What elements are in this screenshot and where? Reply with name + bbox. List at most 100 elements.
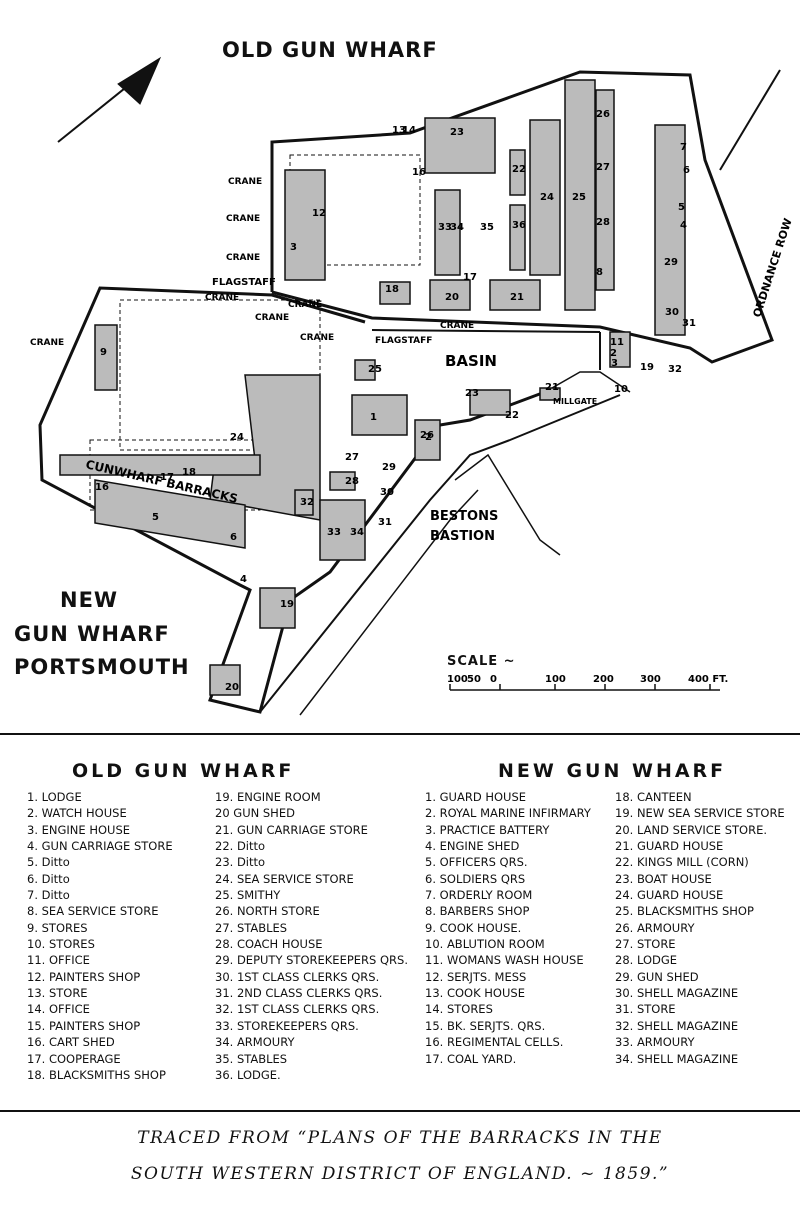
legend-item: 11. WOMANS WASH HOUSE [425, 953, 584, 968]
legend-item: 19. NEW SEA SERVICE STORE [615, 806, 785, 821]
building-number: 26 [420, 430, 434, 441]
divider-bottom [0, 1110, 800, 1112]
building-number: 13 [392, 125, 406, 136]
scale-tick-label: 100 [545, 674, 566, 685]
legend-item: 5. Ditto [27, 855, 70, 870]
divider-top [0, 733, 800, 735]
legend-item: 9. STORES [27, 920, 88, 935]
legend-item: 2. WATCH HOUSE [27, 806, 127, 821]
building-number: 24 [540, 192, 554, 203]
legend-item: 20 GUN SHED [215, 806, 295, 821]
building-number: 16 [412, 167, 426, 178]
building-number: 17 [160, 472, 174, 483]
building-number: 6 [683, 165, 690, 176]
old-wharf-title: OLD GUN WHARF [222, 38, 438, 62]
building-number: 33 [327, 527, 341, 538]
legend-item: 4. GUN CARRIAGE STORE [27, 839, 173, 854]
building-number: 33 [438, 222, 452, 233]
legend-item: 7. ORDERLY ROOM [425, 888, 533, 903]
building-number: 18 [385, 284, 399, 295]
north-arrow-icon [57, 56, 162, 143]
building-number: 27 [596, 162, 610, 173]
legend-item: 26. ARMOURY [615, 920, 695, 935]
building-number: 8 [596, 267, 603, 278]
building-number: 30 [380, 487, 394, 498]
legend-item: 31. STORE [615, 1002, 676, 1017]
legend-item: 24. SEA SERVICE STORE [215, 871, 354, 886]
building-number: 32 [300, 497, 314, 508]
building-number: 21 [510, 292, 524, 303]
building-number: 7 [680, 142, 687, 153]
legend-item: 1. GUARD HOUSE [425, 790, 527, 804]
legend-item: 17. COOPERAGE [27, 1051, 121, 1066]
building-number: 28 [345, 476, 359, 487]
legend-item: 29. GUN SHED [615, 969, 699, 984]
building-number: 21 [545, 382, 559, 393]
building-number: 2 [425, 432, 432, 443]
building-number: 1 [370, 412, 377, 423]
legend-item: 10. ABLUTION ROOM [425, 937, 545, 952]
building-number: 34 [450, 222, 464, 233]
legend-item: 12. PAINTERS SHOP [27, 969, 141, 984]
legend-item: 6. SOLDIERS QRS [425, 871, 526, 886]
building-number: 3 [290, 242, 297, 253]
legend-item: 8. BARBERS SHOP [425, 904, 530, 919]
building-number: 16 [95, 482, 109, 493]
legend-item: 18. CANTEEN [615, 790, 692, 804]
legend-item: 23. Ditto [215, 855, 266, 870]
legend-item: 12. SERJTS. MESS [425, 969, 527, 984]
legend-item: 30. 1ST CLASS CLERKS QRS. [215, 969, 380, 984]
building-number: 28 [596, 217, 610, 228]
building-number: 34 [350, 527, 364, 538]
legend-item: 22. KINGS MILL (CORN) [615, 855, 749, 870]
legend-item: 7. Ditto [27, 888, 70, 903]
legend-item: 28. LODGE [615, 953, 678, 968]
legend-item: 1. LODGE [27, 790, 82, 804]
building-number: 32 [668, 364, 682, 375]
legend-item: 14. STORES [425, 1002, 493, 1017]
legend-new-heading: NEW GUN WHARF [498, 760, 727, 782]
legend-item: 22. Ditto [215, 839, 266, 854]
legend-item: 4. ENGINE SHED [425, 839, 520, 854]
ordnance-row-label: ORDNANCE ROW [750, 217, 794, 319]
building-number: 31 [682, 318, 696, 329]
building-number: 25 [572, 192, 586, 203]
scale-tick-label: 100 [447, 674, 468, 685]
building-number: 12 [312, 208, 326, 219]
building-number: 19 [640, 362, 654, 373]
building-number: 30 [665, 307, 679, 318]
building-number: 9 [100, 347, 107, 358]
legend-item: 23. BOAT HOUSE [615, 871, 712, 886]
flagstaff-label: FLAGSTAFF [212, 277, 276, 288]
legend-item: 35. STABLES [215, 1051, 288, 1066]
building-number: 23 [450, 127, 464, 138]
building-number: 25 [368, 364, 382, 375]
legend-item: 18. BLACKSMITHS SHOP [27, 1067, 166, 1082]
building-number: 10 [614, 384, 628, 395]
scale-tick-label: 50 [467, 674, 481, 685]
building-number: 22 [512, 164, 526, 175]
buildings [59, 79, 686, 696]
crane-label: CRANE [30, 338, 64, 348]
building-number: 36 [512, 220, 526, 231]
scale-bar [449, 684, 720, 691]
legend-item: 33. STOREKEEPERS QRS. [215, 1018, 359, 1033]
crane-label: CRANE [226, 214, 260, 224]
building-number: 35 [480, 222, 494, 233]
new-wharf-title-1: NEW [60, 588, 119, 612]
legend-item: 11. OFFICE [27, 953, 90, 968]
legend-item: 32. 1ST CLASS CLERKS QRS. [215, 1002, 380, 1017]
legend-item: 25. SMITHY [215, 888, 281, 903]
building-number: 31 [378, 517, 392, 528]
legend-item: 13. COOK HOUSE [425, 986, 525, 1001]
legend-item: 8. SEA SERVICE STORE [27, 904, 159, 919]
building-number: 18 [182, 467, 196, 478]
legend-item: 19. ENGINE ROOM [215, 790, 321, 804]
crane-label: CRANE [228, 177, 262, 187]
building-number: 5 [678, 202, 685, 213]
